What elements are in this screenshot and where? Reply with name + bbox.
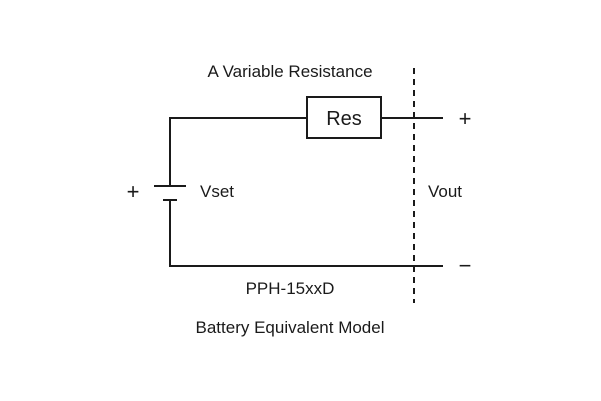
- vset-label: Vset: [200, 182, 234, 201]
- bottom-wire: [169, 200, 443, 267]
- output-plus-sign: +: [459, 106, 472, 131]
- resistor-box: [306, 96, 382, 139]
- output-minus-sign: −: [459, 253, 472, 278]
- resistor-label: Res: [326, 108, 362, 130]
- source-plus-sign: +: [127, 179, 140, 204]
- top-left-wire: [169, 117, 307, 186]
- model-name-label: PPH-15xxD: [246, 279, 335, 298]
- vout-label: Vout: [428, 182, 462, 201]
- diagram-caption: Battery Equivalent Model: [196, 318, 385, 337]
- variable-resistance-label: A Variable Resistance: [207, 62, 372, 81]
